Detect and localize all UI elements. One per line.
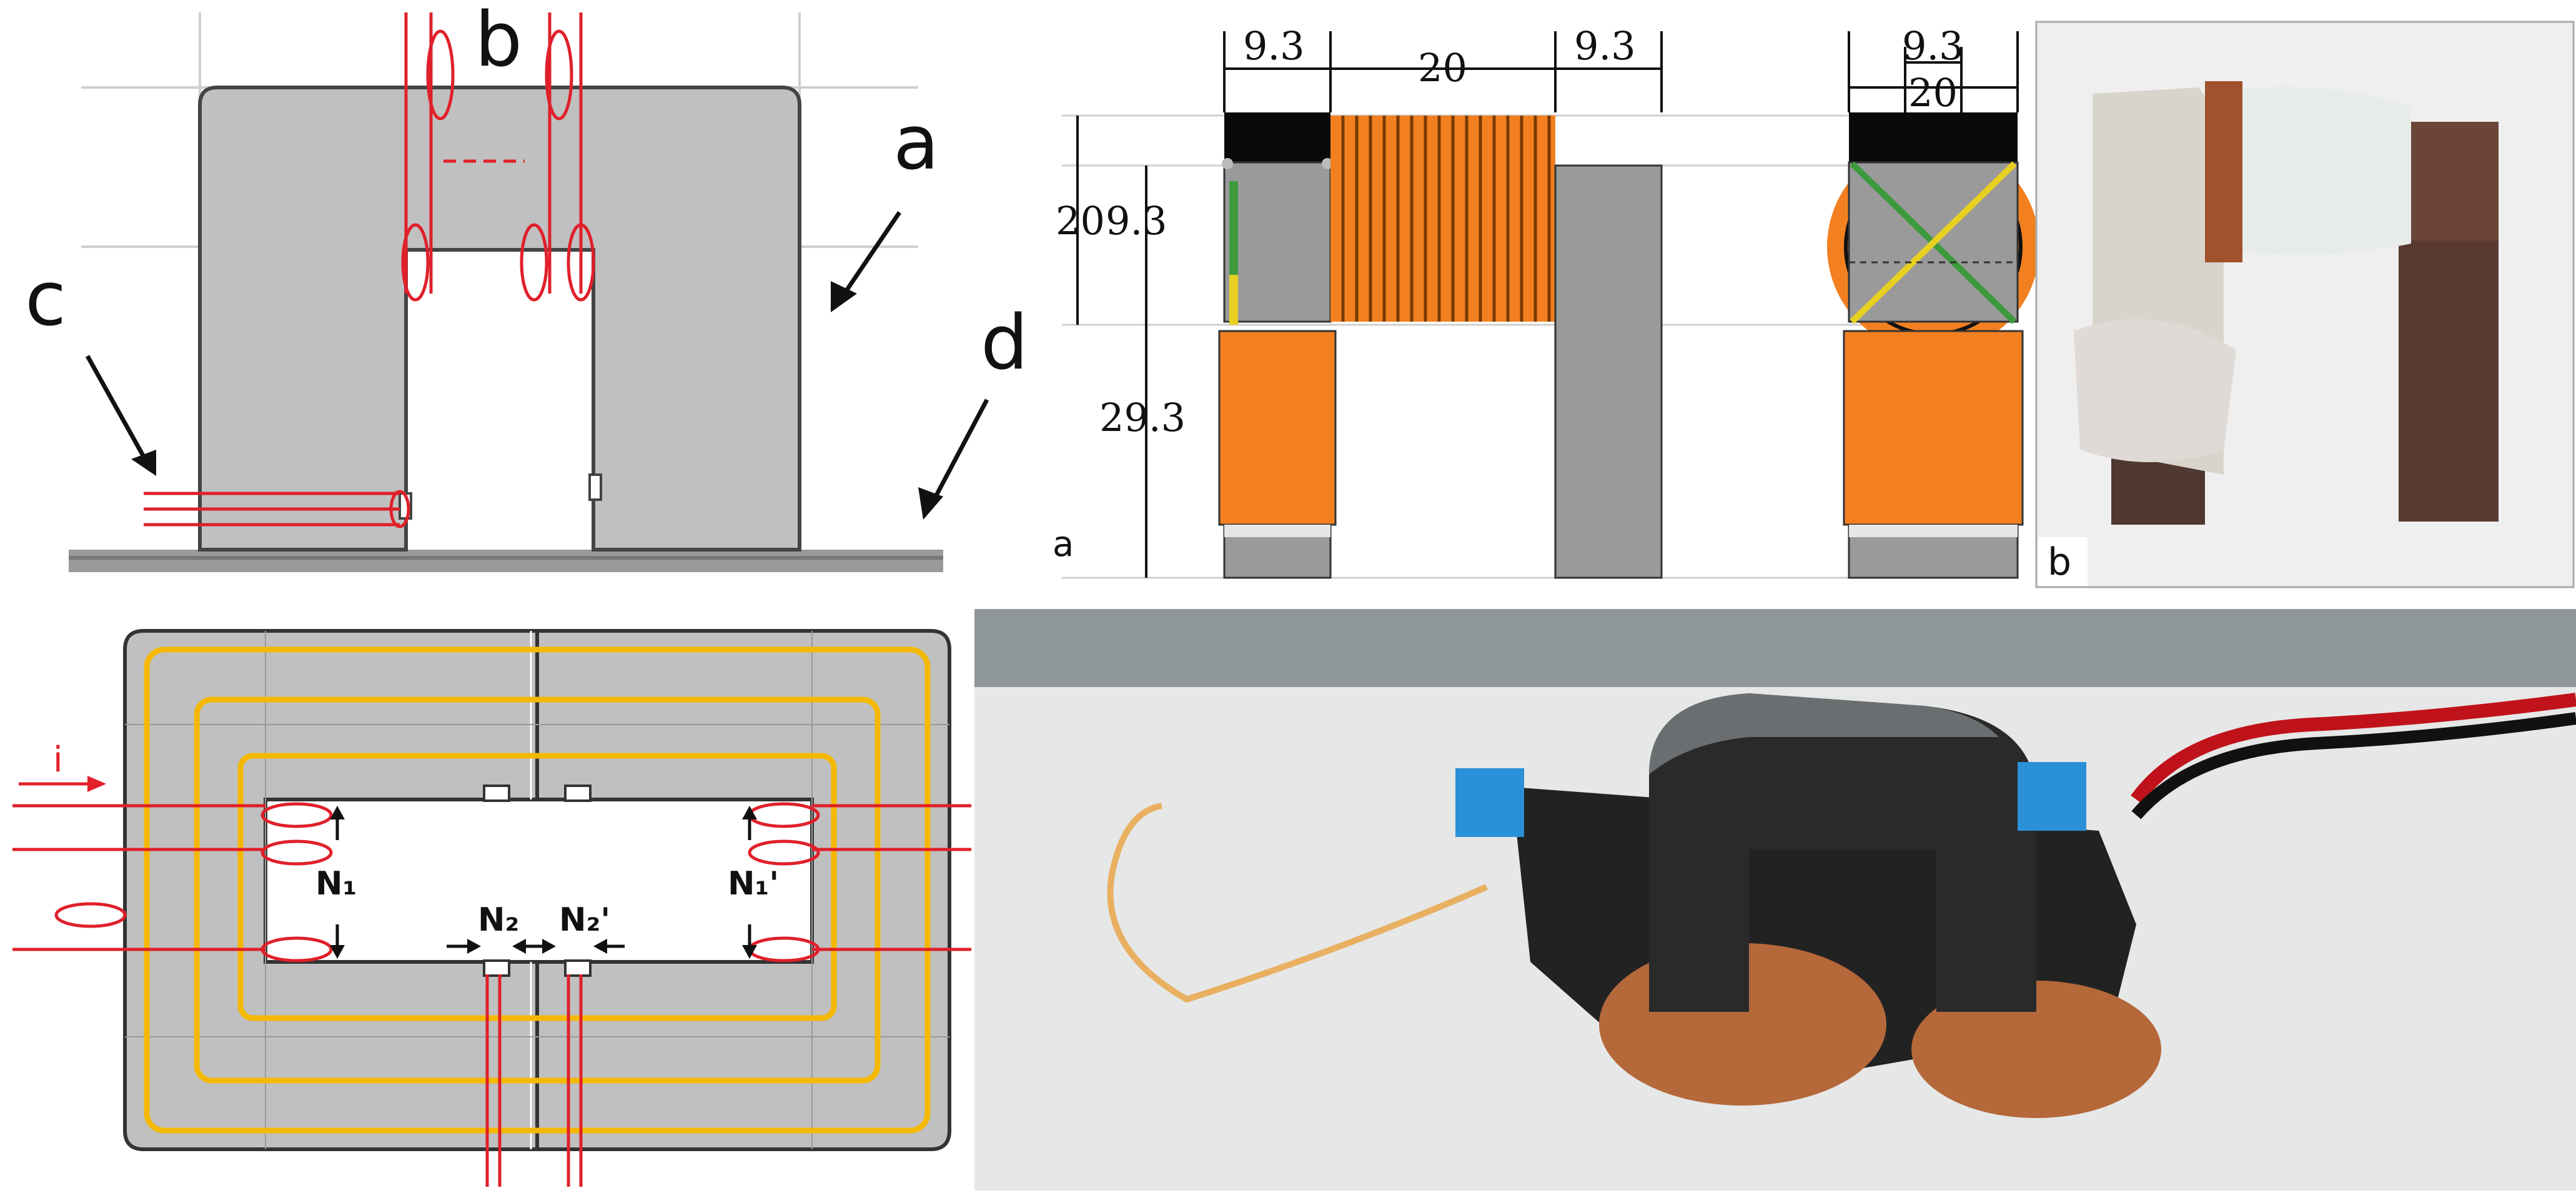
dim-lines-top [1223, 31, 2019, 112]
n2-right: N₂' [559, 901, 610, 939]
dim-left-width: 9.3 [1243, 23, 1305, 69]
flux-n-arrows [330, 806, 757, 959]
label-d: d [981, 300, 1028, 387]
label-b: b [475, 0, 522, 84]
n1-left: N₁ [315, 865, 357, 903]
flux-windings [12, 782, 971, 1187]
panel-photo-small: b [2035, 21, 2575, 588]
panel-flux-diagram: i N₁ N₁' N₂ N₂' [0, 612, 974, 1191]
dim-height-inner: 9.3 [1106, 198, 1167, 244]
winding-yoke-turns [1341, 116, 1551, 322]
photo-black-cable [2131, 712, 2576, 819]
side-winding-lower [1843, 330, 2024, 526]
photo-copper-coil [2205, 81, 2242, 262]
winding-left-leg [1218, 330, 1337, 526]
flux-grid [125, 631, 949, 1149]
magnet-left [1224, 112, 1330, 162]
sketch-arrows [85, 211, 989, 520]
photo-tape-top [2205, 86, 2411, 255]
dim-height-top: 20 [1056, 198, 1105, 244]
panel-dimensions: 9.3 20 9.3 9.3 20 20 9.3 29.3 a [1053, 23, 2039, 579]
dim-lines-left [1076, 116, 1147, 578]
dim-side-total: 20 [1908, 70, 1958, 116]
panel-label-a: a [1053, 524, 1074, 565]
photo-red-cable [2131, 693, 2576, 804]
winding-b [401, 12, 595, 302]
photo-small-label-bg [2038, 537, 2088, 586]
winding-yoke [1330, 116, 1555, 322]
n1-right: N₁' [728, 865, 779, 903]
dim-gap: 20 [1418, 45, 1467, 91]
label-a: a [893, 100, 939, 187]
core-right-leg [1554, 164, 1663, 579]
side-view [1827, 112, 2039, 579]
panel-label-b: b [2048, 540, 2071, 584]
winding-c [144, 490, 410, 528]
side-magnet [1849, 112, 2018, 162]
n2-left: N₂ [478, 901, 519, 939]
flux-loops [144, 646, 931, 1134]
photo-orange-lead [1107, 803, 1488, 1003]
photo-terminal-left [1455, 768, 1524, 837]
panel-core-sketch: b a c d [0, 0, 1028, 600]
base-plate [69, 550, 943, 572]
dim-height-lower: 29.3 [1099, 395, 1186, 440]
core-left-upper [1223, 161, 1332, 323]
dim-side-width: 9.3 [1902, 23, 1964, 69]
photo-coil-right [1911, 981, 2161, 1118]
dim-right-width: 9.3 [1574, 23, 1636, 69]
panel-photo-large [974, 609, 2576, 1191]
photo-core [1649, 693, 2036, 1012]
current-label: i [53, 740, 63, 780]
label-c: c [25, 256, 66, 343]
flux-notches [483, 785, 592, 977]
photo-terminal-right [2018, 762, 2086, 831]
